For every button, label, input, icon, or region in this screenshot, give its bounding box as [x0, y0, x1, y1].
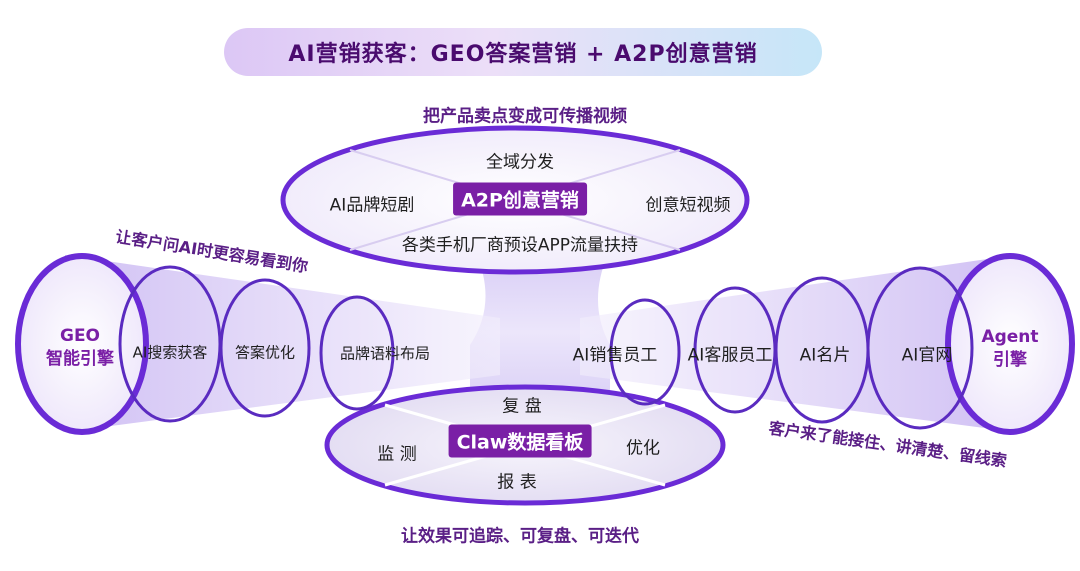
agent-engine-circle — [945, 253, 1075, 435]
top-item-distribution: 全域分发 — [486, 152, 554, 173]
agent-engine-label: Agent 引擎 — [981, 326, 1038, 372]
geo-engine-line2: 智能引擎 — [46, 349, 114, 369]
right-beam — [580, 255, 1015, 432]
bottom-item-report: 报 表 — [497, 472, 537, 493]
left-ring-brand-corpus — [319, 295, 395, 411]
left-ring-answer-opt — [219, 278, 311, 418]
ring-label-ai-service: AI客服员工 — [687, 345, 773, 366]
top-item-short-video: 创意短视频 — [645, 195, 731, 216]
agent-engine-line2: 引擎 — [993, 350, 1027, 370]
ring-label-ai-sales: AI销售员工 — [572, 345, 658, 366]
ring-label-brand-corpus: 品牌语料布局 — [339, 344, 431, 363]
ring-label-ai-website: AI官网 — [901, 345, 953, 366]
bottom-caption: 让效果可追踪、可复盘、可迭代 — [401, 526, 639, 547]
ring-label-ai-card: AI名片 — [799, 345, 851, 366]
agent-engine-line1: Agent — [981, 327, 1039, 348]
right-ring-ai-service — [693, 286, 777, 414]
claw-center-tag: Claw数据看板 — [448, 424, 592, 458]
top-caption: 把产品卖点变成可传播视频 — [423, 106, 627, 127]
top-item-app-support: 各类手机厂商预设APP流量扶持 — [401, 235, 639, 256]
a2p-center-tag: A2P创意营销 — [453, 182, 587, 216]
ring-label-ai-search: AI搜索获客 — [132, 343, 208, 362]
right-ring-ai-sales — [609, 298, 681, 406]
geo-engine-label: GEO 智能引擎 — [46, 325, 114, 371]
geo-engine-line1: GEO — [59, 326, 101, 347]
bottom-item-monitor: 监 测 — [377, 444, 417, 465]
left-beam — [65, 255, 500, 432]
top-item-brand-drama: AI品牌短剧 — [329, 195, 415, 216]
bottom-item-optimize: 优化 — [626, 438, 660, 459]
page-title: AI营销获客：GEO答案营销 + A2P创意营销 — [224, 28, 822, 76]
bottom-item-review: 复 盘 — [502, 396, 542, 417]
ring-label-answer-opt: 答案优化 — [234, 343, 296, 362]
geo-engine-circle — [15, 253, 149, 435]
center-trunk — [470, 245, 612, 420]
